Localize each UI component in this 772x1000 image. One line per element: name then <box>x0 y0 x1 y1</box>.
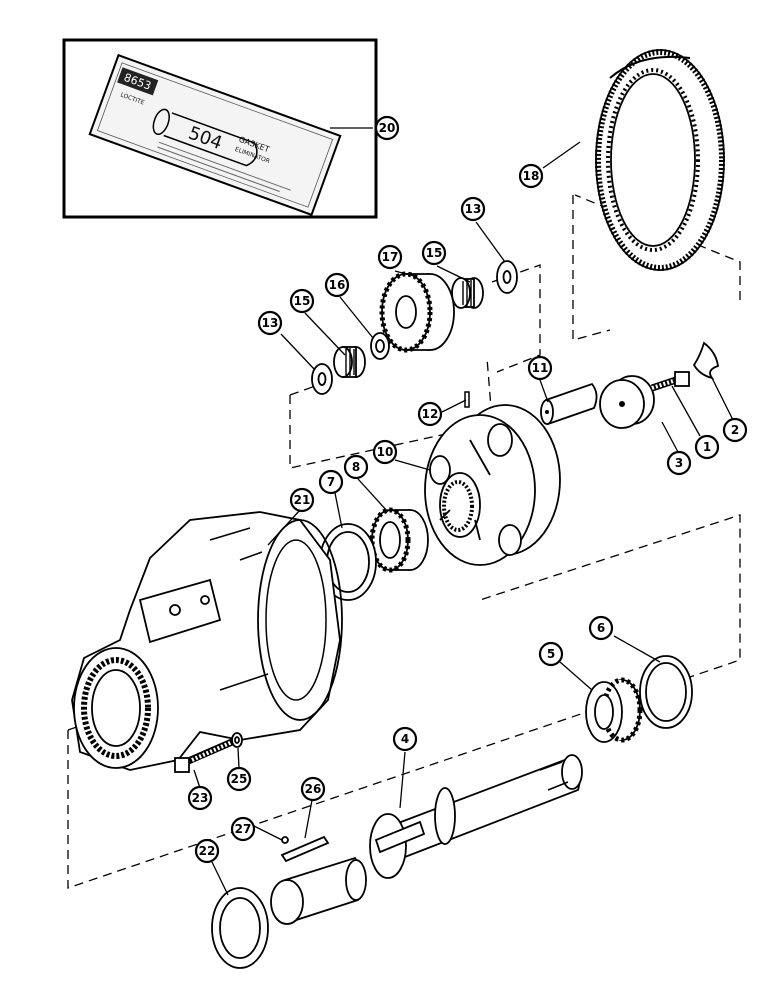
lock-plate-2 <box>692 341 719 380</box>
svg-text:7: 7 <box>327 475 335 489</box>
svg-text:27: 27 <box>235 822 252 836</box>
bearing-cone-8 <box>369 507 429 573</box>
svg-text:17: 17 <box>382 250 399 264</box>
retainer-plate-3 <box>599 375 655 429</box>
svg-text:15: 15 <box>426 246 443 260</box>
planet-carrier-10 <box>424 404 561 566</box>
callout-17: 17 <box>377 244 403 270</box>
washer-25 <box>231 732 243 748</box>
bolt-1 <box>650 371 690 392</box>
callout-10: 10 <box>372 439 398 465</box>
svg-text:25: 25 <box>231 772 248 786</box>
svg-text:21: 21 <box>294 493 311 507</box>
roll-pin-12 <box>464 391 470 408</box>
callout-25: 25 <box>226 766 252 792</box>
callout-26: 26 <box>300 776 326 802</box>
svg-text:11: 11 <box>532 361 549 375</box>
callout-20: 20 <box>374 115 400 141</box>
bearing-cup-7 <box>319 523 377 601</box>
callout-12: 12 <box>417 401 443 427</box>
svg-text:3: 3 <box>675 456 683 470</box>
callout-3: 3 <box>666 450 692 476</box>
spacer-16 <box>370 332 390 360</box>
svg-text:22: 22 <box>199 844 216 858</box>
washer-13-upper <box>496 260 518 294</box>
callout-2: 2 <box>722 417 748 443</box>
washer-13-lower <box>311 363 333 395</box>
callout-15-lower: 15 <box>289 288 315 314</box>
svg-text:16: 16 <box>329 278 346 292</box>
svg-text:2: 2 <box>731 423 739 437</box>
svg-text:23: 23 <box>192 791 209 805</box>
svg-text:13: 13 <box>262 316 279 330</box>
svg-text:13: 13 <box>465 202 482 216</box>
callout-18: 18 <box>518 163 544 189</box>
ring-gear <box>595 49 725 271</box>
svg-text:8: 8 <box>352 460 360 474</box>
bearing-cup-6 <box>639 655 693 729</box>
bearing-15-upper <box>451 277 484 309</box>
callout-7: 7 <box>318 469 344 495</box>
key-26 <box>280 835 330 863</box>
svg-text:10: 10 <box>377 445 394 459</box>
axle-housing-21 <box>71 511 343 771</box>
callout-6: 6 <box>588 615 614 641</box>
svg-text:1: 1 <box>703 440 711 454</box>
callout-22: 22 <box>194 838 220 864</box>
svg-text:5: 5 <box>547 647 555 661</box>
oil-seal-22 <box>211 887 269 969</box>
sealant-inset: 8653 LOCTITE 504 GASKET ELIMINATOR <box>62 38 378 219</box>
svg-text:12: 12 <box>422 407 439 421</box>
callout-13-upper: 13 <box>460 196 486 222</box>
spacer-sleeve <box>270 856 367 925</box>
axle-shaft-4 <box>369 754 583 879</box>
callout-27: 27 <box>230 816 256 842</box>
callout-15-upper: 15 <box>421 240 447 266</box>
bearing-15-lower <box>333 346 366 378</box>
svg-text:26: 26 <box>305 782 322 796</box>
svg-text:18: 18 <box>523 169 540 183</box>
callout-4: 4 <box>392 726 418 752</box>
callout-21: 21 <box>289 487 315 513</box>
bearing-cone-5 <box>585 677 643 743</box>
sealant-package: 8653 LOCTITE 504 GASKET ELIMINATOR <box>88 53 342 217</box>
callout-11: 11 <box>527 355 553 381</box>
planet-pin-11 <box>540 382 598 426</box>
svg-text:4: 4 <box>401 732 409 746</box>
callout-16: 16 <box>324 272 350 298</box>
callout-8: 8 <box>343 454 369 480</box>
callout-5: 5 <box>538 641 564 667</box>
callout-13-lower: 13 <box>257 310 283 336</box>
bolt-23 <box>174 738 234 773</box>
callout-1: 1 <box>694 434 720 460</box>
callout-23: 23 <box>187 785 213 811</box>
leader-lines <box>193 127 734 896</box>
svg-text:20: 20 <box>379 121 396 135</box>
svg-text:15: 15 <box>294 294 311 308</box>
pin-27 <box>281 836 289 844</box>
svg-text:6: 6 <box>597 621 605 635</box>
pinion-gear-17 <box>379 271 455 353</box>
